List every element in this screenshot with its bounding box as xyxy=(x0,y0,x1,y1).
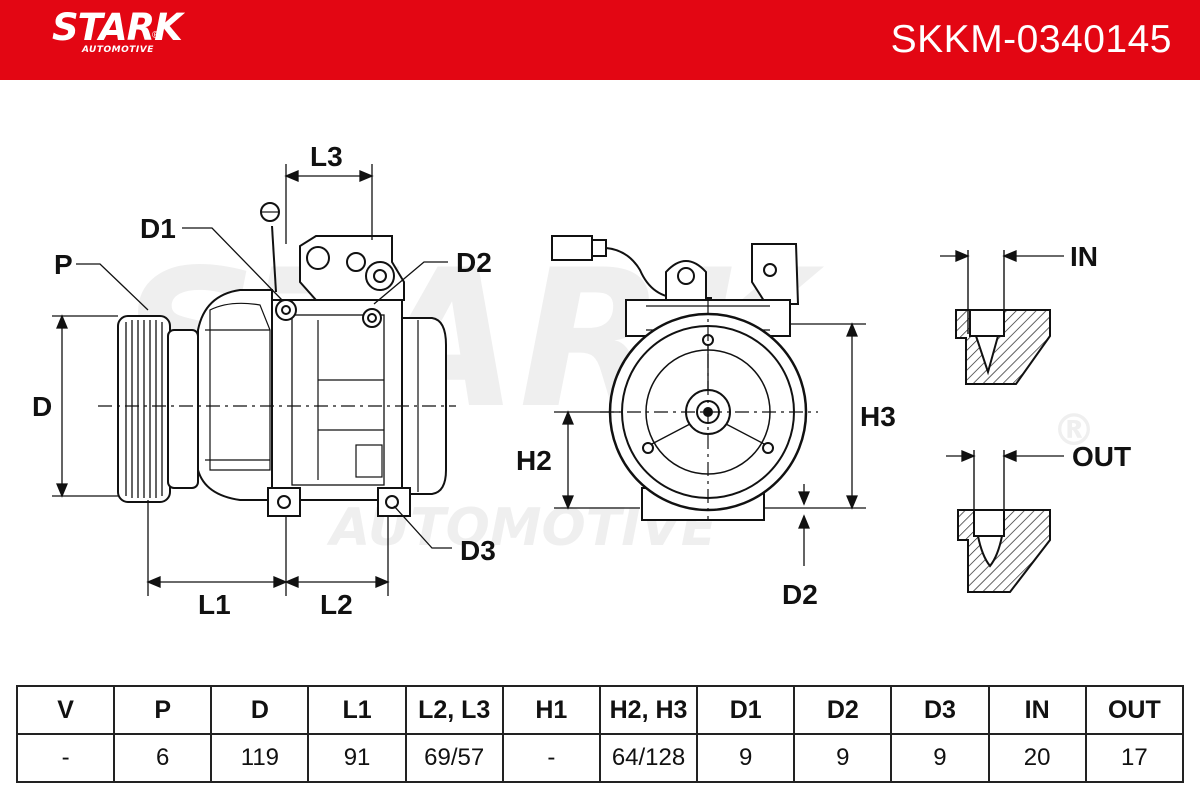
label-p: P xyxy=(54,249,73,280)
spec-table: V P D L1 L2, L3 H1 H2, H3 D1 D2 D3 IN OU… xyxy=(15,685,1185,783)
header-cell-d: D xyxy=(210,685,310,735)
in-fitting-section xyxy=(955,250,1051,385)
part-number: SKKM-0340145 xyxy=(890,18,1172,61)
header-cell-l1: L1 xyxy=(307,685,407,735)
logo-brand-sub: AUTOMOTIVE xyxy=(82,45,154,55)
dimension-labels: P D D1 D2 D3 L3 L1 L2 H2 H3 D2 IN OUT xyxy=(32,141,1131,620)
header-cell-d2: D2 xyxy=(793,685,893,735)
value-cell-l2-l3: 69/57 xyxy=(404,733,504,783)
label-d1: D1 xyxy=(140,213,176,244)
compressor-side-view xyxy=(98,202,456,517)
header-bar: STARK AUTOMOTIVE ® SKKM-0340145 xyxy=(0,0,1200,80)
watermark-registered-mark: ® xyxy=(1052,405,1096,456)
value-cell-v: - xyxy=(15,733,116,783)
header-cell-p: P xyxy=(113,685,213,735)
value-cell-in: 20 xyxy=(987,733,1087,783)
value-cell-h1: - xyxy=(501,733,601,783)
header-cell-in: IN xyxy=(987,685,1087,735)
out-fitting-section xyxy=(957,450,1051,593)
header-cell-h2-h3: H2, H3 xyxy=(598,685,699,735)
header-cell-h1: H1 xyxy=(501,685,601,735)
header-cell-d1: D1 xyxy=(696,685,796,735)
label-l3: L3 xyxy=(310,141,343,172)
label-h2: H2 xyxy=(516,445,552,476)
spec-table-value-row: - 6 119 91 69/57 - 64/128 9 9 9 20 17 xyxy=(15,733,1185,783)
label-d2-bottom: D2 xyxy=(782,579,818,610)
value-cell-d2: 9 xyxy=(793,733,893,783)
header-cell-d3: D3 xyxy=(890,685,990,735)
label-d: D xyxy=(32,391,52,422)
label-in: IN xyxy=(1070,241,1098,272)
logo-brand: STARK xyxy=(52,6,183,49)
label-l2: L2 xyxy=(320,589,353,620)
label-d2-top: D2 xyxy=(456,247,492,278)
spec-table-header-row: V P D L1 L2, L3 H1 H2, H3 D1 D2 D3 IN OU… xyxy=(15,685,1185,735)
value-cell-out: 17 xyxy=(1084,733,1185,783)
technical-drawing: STARK AUTOMOTIVE ® xyxy=(32,141,1131,620)
value-cell-d: 119 xyxy=(210,733,310,783)
value-cell-h2-h3: 64/128 xyxy=(598,733,699,783)
label-h3: H3 xyxy=(860,401,896,432)
dimension-lines xyxy=(52,164,1064,596)
value-cell-d3: 9 xyxy=(890,733,990,783)
label-d3: D3 xyxy=(460,535,496,566)
value-cell-l1: 91 xyxy=(307,733,407,783)
header-cell-out: OUT xyxy=(1084,685,1185,735)
header-cell-v: V xyxy=(15,685,116,735)
compressor-front-view xyxy=(551,235,818,521)
label-l1: L1 xyxy=(198,589,231,620)
header-cell-l2-l3: L2, L3 xyxy=(404,685,504,735)
logo-registered-mark: ® xyxy=(152,30,160,41)
value-cell-d1: 9 xyxy=(696,733,796,783)
label-out: OUT xyxy=(1072,441,1131,472)
stark-logo: STARK AUTOMOTIVE xyxy=(52,6,183,56)
value-cell-p: 6 xyxy=(113,733,213,783)
